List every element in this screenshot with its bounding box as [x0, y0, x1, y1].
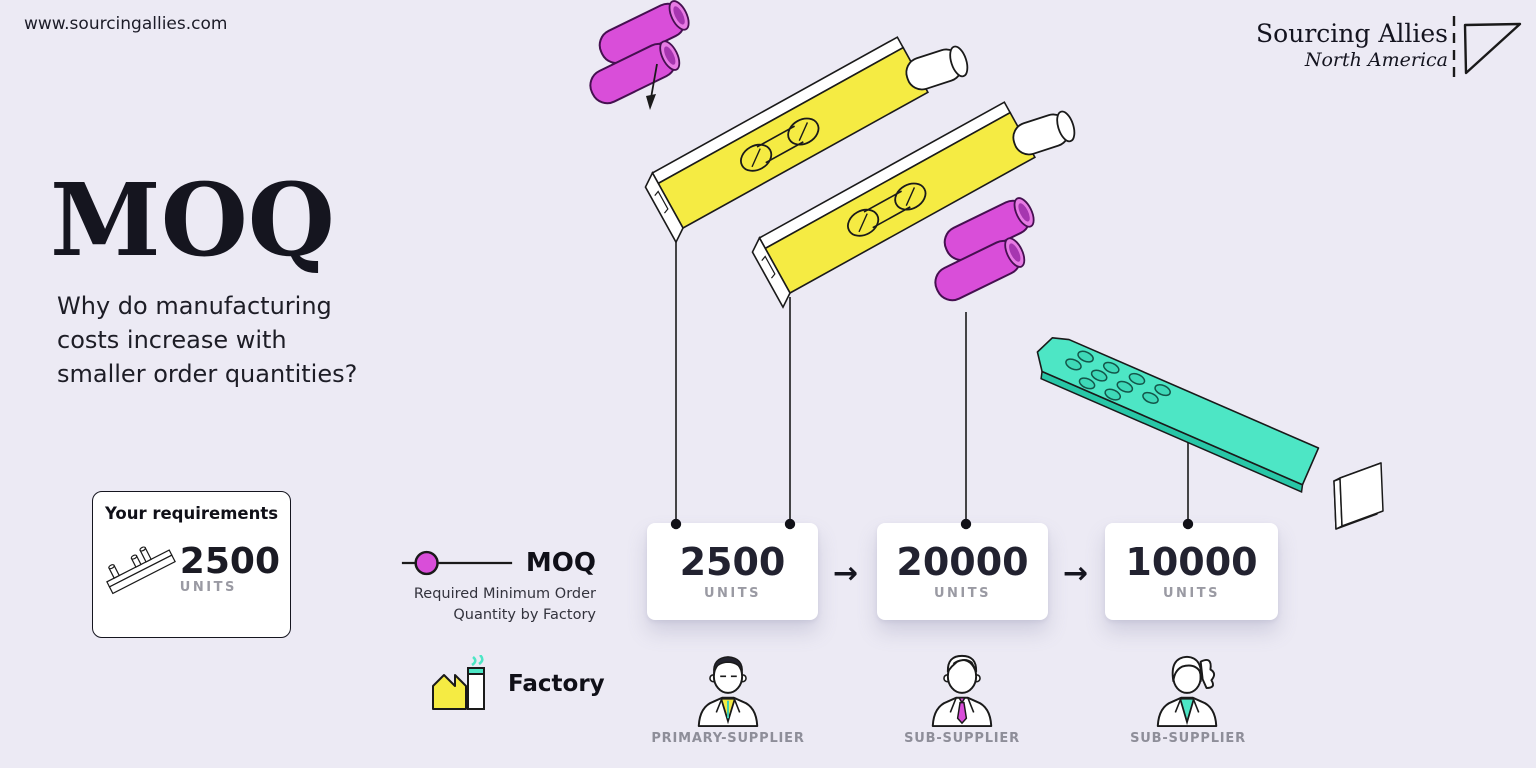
moq-legend-description: Required Minimum Order Quantity by Facto…	[413, 586, 596, 624]
moq-quantity: 20000	[896, 540, 1029, 585]
moq-quantity: 2500	[679, 540, 786, 585]
plate-holes	[1065, 350, 1171, 404]
supplier-sub2: SUB-SUPPLIER	[1108, 650, 1268, 746]
moq-legend: MOQ Required Minimum Order Quantity by F…	[400, 548, 596, 626]
supplier-label: SUB-SUPPLIER	[1130, 731, 1246, 746]
yellow-channel-beam-1	[640, 10, 979, 244]
female-supplier-icon	[1156, 655, 1218, 728]
flow-arrow-icon: →	[833, 556, 859, 591]
moq-card-sub2: 10000 UNITS	[1105, 523, 1278, 620]
units-label: UNITS	[703, 585, 761, 601]
moq-quantity: 10000	[1125, 540, 1258, 585]
supplier-label: PRIMARY-SUPPLIER	[651, 731, 805, 746]
units-label: UNITS	[1162, 585, 1220, 601]
white-plate	[1333, 462, 1384, 530]
factory-icon	[432, 655, 485, 710]
moq-marker-icon	[401, 550, 513, 576]
factory-legend-label: Factory	[508, 671, 605, 697]
brand-name: Sourcing Allies	[1256, 19, 1448, 48]
requirements-card: Your requirements 2500 UNITS	[92, 491, 291, 638]
male-supplier-icon	[697, 656, 759, 728]
supplier-primary: PRIMARY-SUPPLIER	[648, 650, 808, 746]
moq-card-sub1: 20000 UNITS	[877, 523, 1048, 620]
moq-legend-label: MOQ	[525, 548, 596, 578]
website-url[interactable]: www.sourcingallies.com	[24, 14, 228, 34]
requirements-units-label: UNITS	[179, 580, 237, 596]
units-label: UNITS	[933, 585, 991, 601]
yellow-channel-beam-2	[747, 75, 1086, 309]
page-title: MOQ	[50, 161, 335, 279]
supplier-sub1: SUB-SUPPLIER	[882, 650, 1042, 746]
page-subtitle: Why do manufacturing costs increase with…	[57, 292, 358, 389]
logo-triangle-icon	[1463, 22, 1522, 75]
brand-region: North America	[1304, 48, 1448, 71]
flow-arrow-icon: →	[1063, 556, 1089, 591]
requirements-quantity: 2500	[179, 540, 280, 582]
requirements-title: Your requirements	[104, 504, 279, 523]
brand-block: Sourcing Allies North America	[1256, 19, 1448, 71]
smoke-icon	[478, 655, 484, 666]
insert-arrow-icon	[646, 63, 658, 110]
brand-logo-icon	[1452, 16, 1522, 84]
male-supplier-icon	[931, 654, 993, 728]
supplier-label: SUB-SUPPLIER	[904, 731, 1020, 746]
leader-lines	[675, 232, 1189, 520]
moq-card-primary: 2500 UNITS	[647, 523, 818, 620]
factory-legend: Factory	[430, 655, 605, 713]
magenta-tube-pair-top	[584, 0, 695, 110]
magenta-tube-pair-mid	[929, 192, 1040, 307]
part-sketch-icon	[106, 546, 176, 595]
teal-drilled-plate	[1036, 336, 1320, 494]
